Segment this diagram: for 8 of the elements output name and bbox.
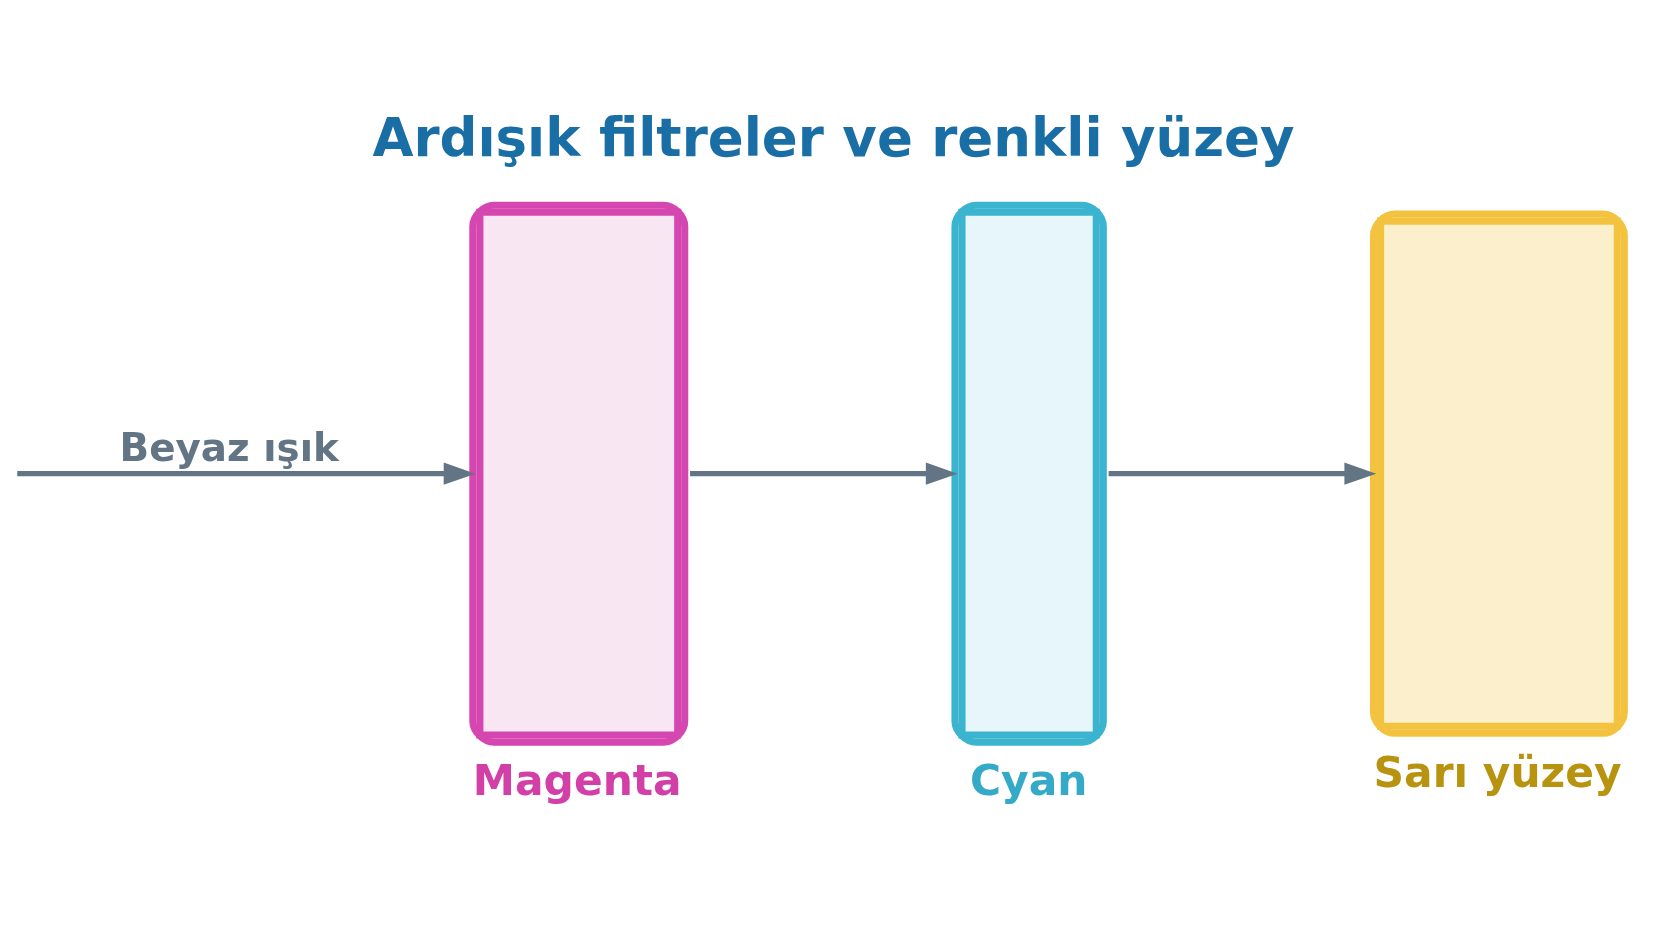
arrow — [17, 462, 476, 485]
node-label: Cyan — [969, 755, 1088, 805]
edge-label: Beyaz ışık — [119, 424, 339, 470]
node-label: Sarı yüzey — [1373, 747, 1622, 797]
arrow — [1108, 462, 1377, 485]
diagram-title: Ardışık filtreler ve renkli yüzey — [372, 106, 1295, 168]
node-label: Magenta — [472, 755, 682, 805]
arrow — [690, 462, 958, 485]
